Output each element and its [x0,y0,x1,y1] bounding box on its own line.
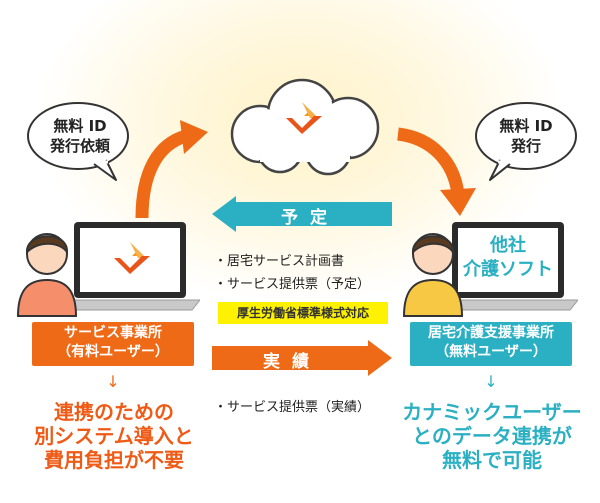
left-person-icon [16,233,78,317]
right-party-line1: 居宅介護支援事業所 [428,325,554,341]
left-bubble-text: 無料 ID 発行依頼 [30,116,130,156]
standard-format-tag: 厚生労働省標準様式対応 [218,302,388,324]
left-bubble-line1: 無料 ID [53,117,107,135]
right-benefit-line: 無料で可能 [442,448,542,472]
plan-item: ・サービス提供票（予定） [214,277,371,292]
right-speech-bubble-icon [475,102,577,181]
laptop-logo-icon [114,242,150,274]
result-arrow-label: 実績 [263,352,321,372]
right-party-line2: （無料ユーザー） [435,344,547,360]
result-arrow-icon [212,340,392,376]
right-benefit-line: カナミックユーザー [402,400,582,424]
left-down-arrow-icon: ↓ [106,372,120,391]
right-laptop-icon [438,222,578,311]
right-benefit-line: とのデータ連携が [412,424,572,448]
left-party-box: サービス事業所 （有料ユーザー） [32,322,194,366]
plan-arrow-icon [212,196,392,232]
download-arrow-icon [396,127,476,216]
left-bubble-line2: 発行依頼 [49,137,110,155]
plan-arrow-label: 予定 [281,208,339,228]
plan-item: ・居宅サービス計画書 [214,254,345,269]
right-bubble-line1: 無料 ID [499,117,553,135]
other-software-screen: 他社 介護ソフト [458,234,558,282]
right-party-box: 居宅介護支援事業所 （無料ユーザー） [410,322,572,366]
right-bubble-text: 無料 ID 発行 [476,116,576,156]
upload-arrow-icon [135,120,208,219]
other-software-line2: 介護ソフト [463,259,553,280]
other-software-line1: 他社 [490,235,526,256]
left-benefit-line: 別システム導入と [34,424,194,448]
left-speech-bubble-icon [27,102,129,181]
result-item: ・サービス提供票（実績） [214,400,371,415]
left-benefit-line: 費用負担が不要 [44,448,184,472]
left-benefit: 連携のための 別システム導入と 費用負担が不要 [14,400,214,472]
left-party-line1: サービス事業所 [64,325,162,341]
logo-icon [286,102,322,134]
left-benefit-line: 連携のための [54,400,174,424]
left-laptop-icon [60,222,200,311]
right-bubble-line2: 発行 [510,137,541,155]
cloud-icon [230,78,380,176]
right-benefit: カナミックユーザー とのデータ連携が 無料で可能 [388,400,596,472]
right-down-arrow-icon: ↓ [484,372,498,391]
right-person-icon [402,233,464,317]
left-party-line2: （有料ユーザー） [57,344,169,360]
